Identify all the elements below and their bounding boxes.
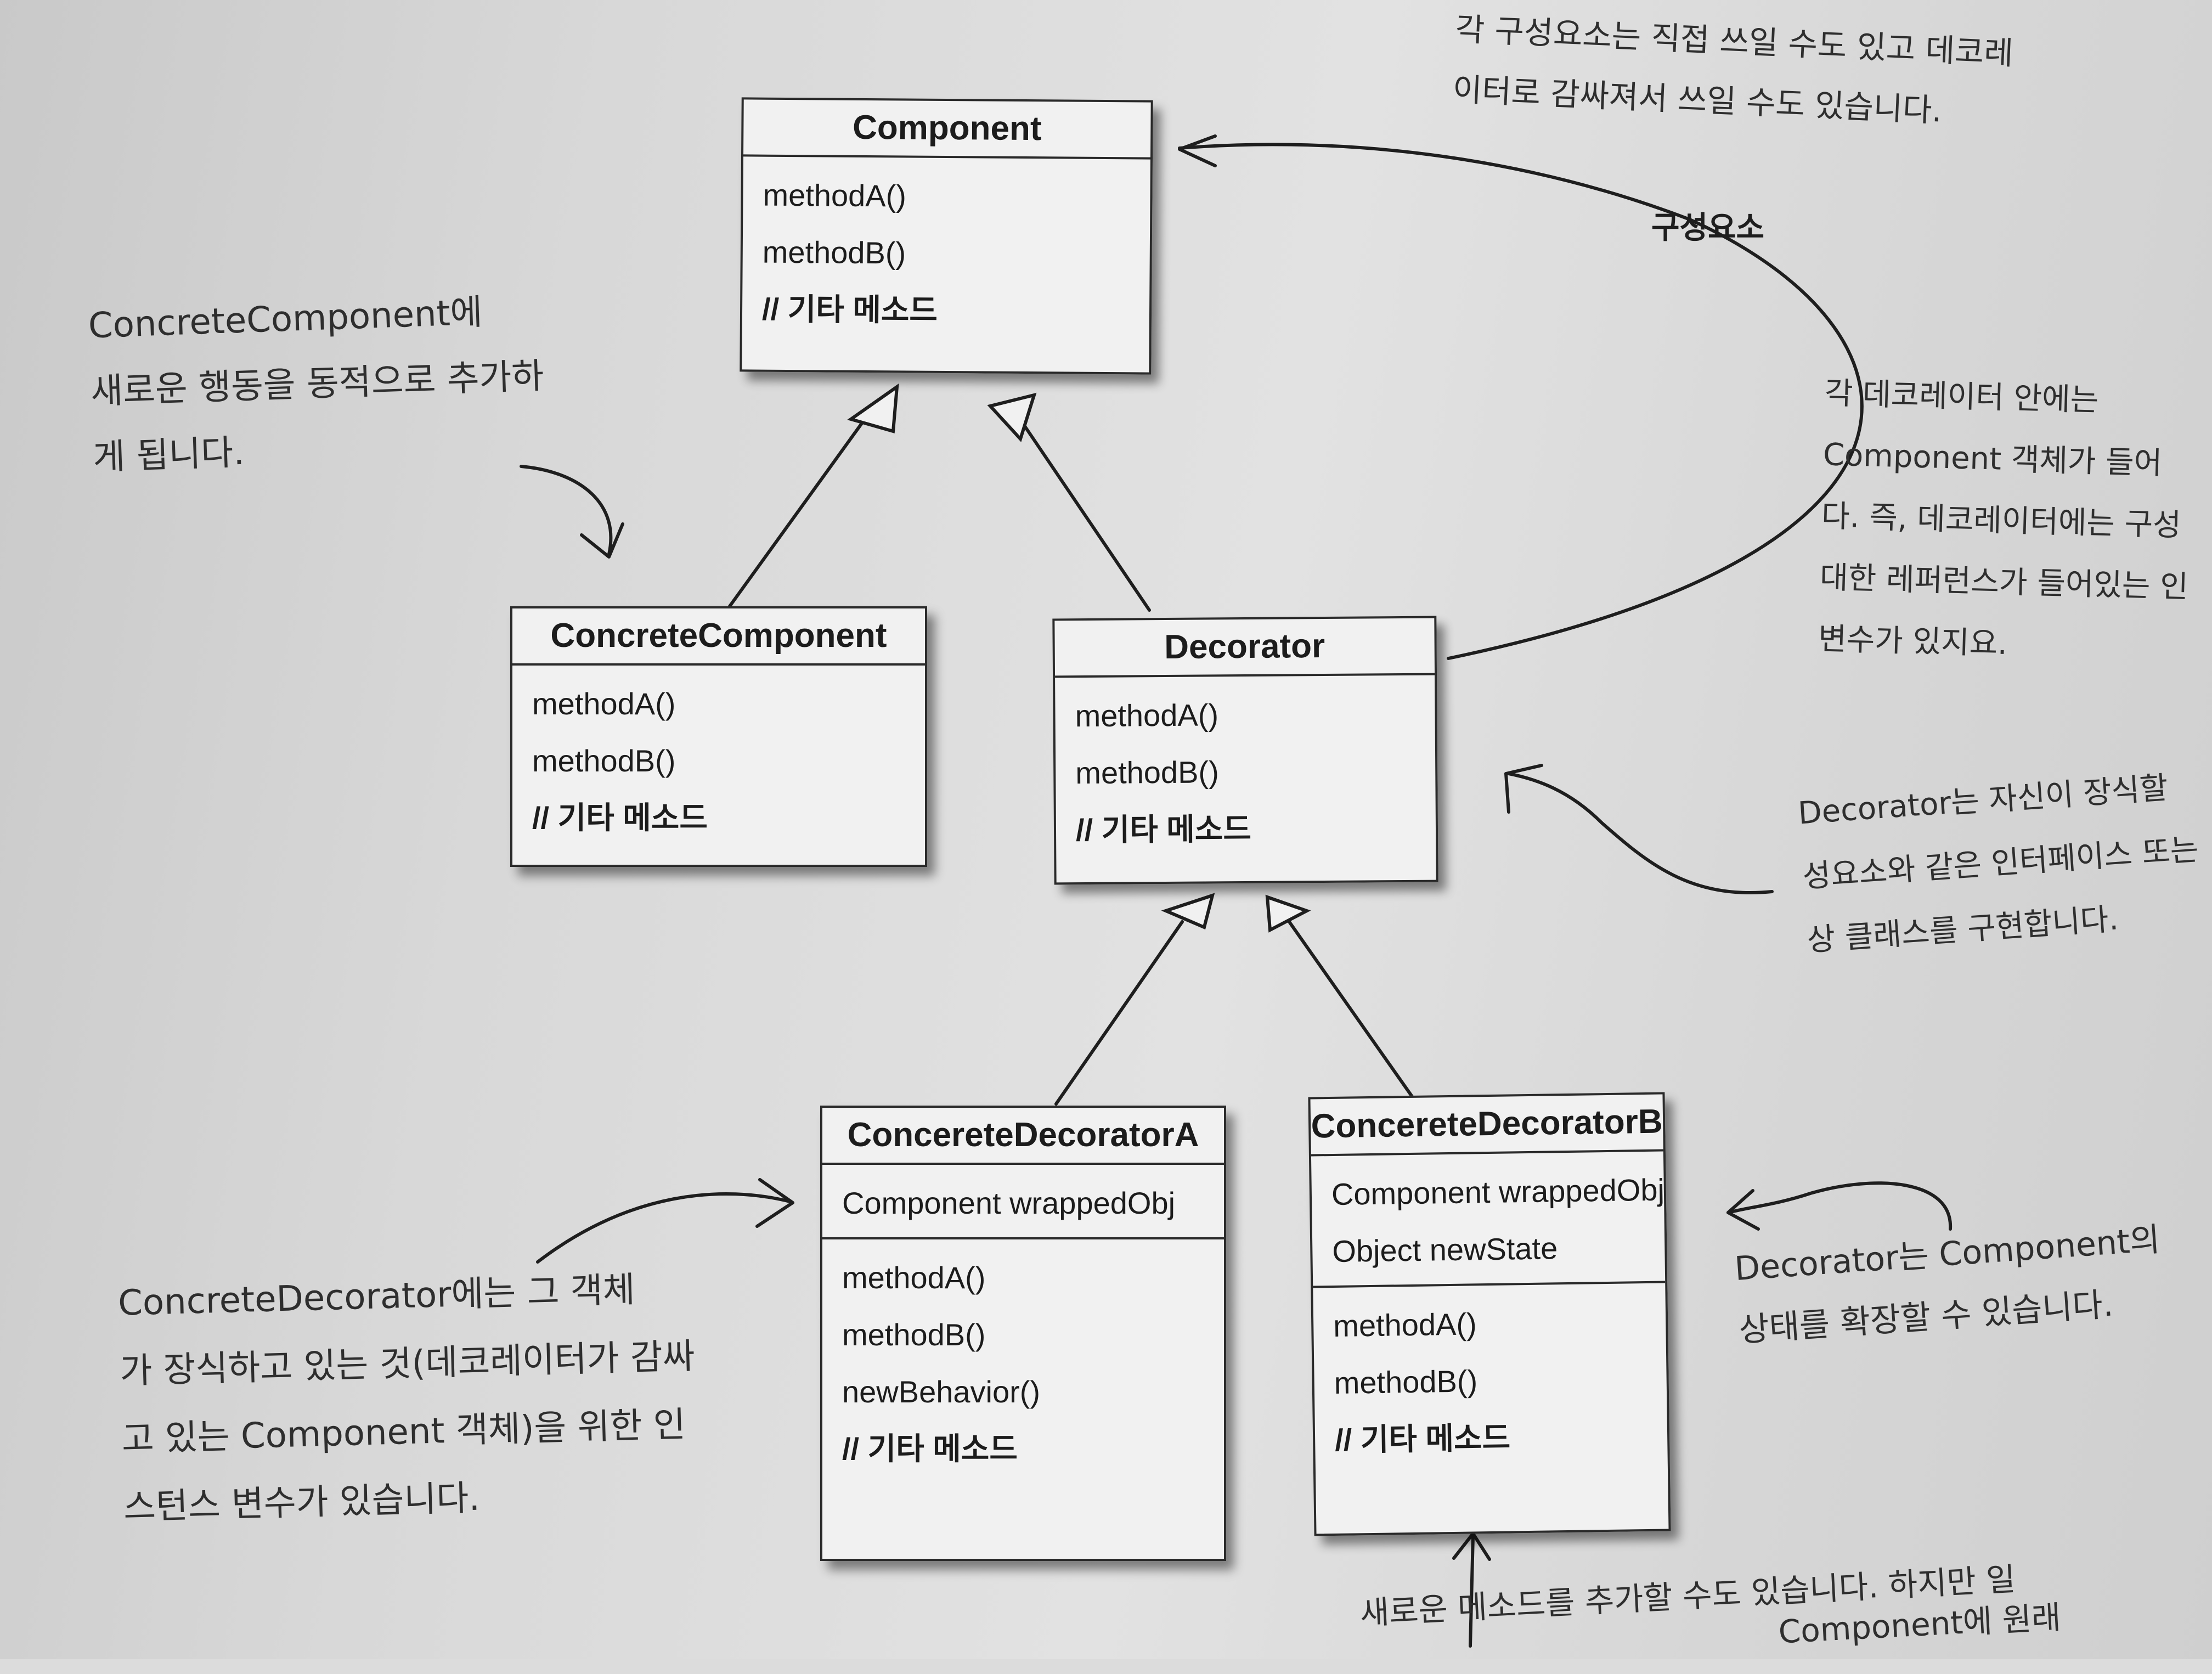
- method-comment: // 기타 메소드: [761, 291, 938, 328]
- class-name: ConcreteComponent: [512, 608, 925, 666]
- class-methods: methodA() methodB() // 기타 메소드: [512, 666, 925, 852]
- class-decorator: Decorator methodA() methodB() // 기타 메소드: [1052, 616, 1438, 885]
- method: methodA(): [1333, 1306, 1477, 1343]
- inheritance-line-concrete-component: [728, 407, 874, 608]
- method-comment: // 기타 메소드: [842, 1431, 1018, 1466]
- annotation-line: 대한 레퍼런스가 들어있는 인: [1819, 560, 2189, 605]
- inheritance-line-decorator: [1019, 418, 1151, 612]
- triangle-decorator-a: [1161, 893, 1215, 930]
- annotation-left-top: ConcreteComponent에 새로운 행동을 동적으로 추가하 게 됩니…: [87, 278, 548, 491]
- field: Object newState: [1331, 1231, 1558, 1269]
- method-comment: // 기타 메소드: [1075, 811, 1252, 848]
- class-fields: Component wrappedObj: [822, 1165, 1224, 1237]
- method-comment: // 기타 메소드: [532, 801, 708, 835]
- arrowhead-decorator-note: [1504, 764, 1543, 814]
- class-methods: methodA() methodB() newBehavior() // 기타 …: [822, 1237, 1224, 1483]
- method-comment: // 기타 메소드: [1334, 1420, 1511, 1457]
- arrow-left-bottom: [536, 1192, 792, 1264]
- method: methodA(): [1075, 697, 1219, 734]
- association-arrowhead: [1178, 134, 1217, 167]
- annotation-line: 변수가 있지요.: [1818, 621, 2008, 662]
- class-component: Component methodA() methodB() // 기타 메소드: [740, 97, 1153, 375]
- class-concrete-component: ConcreteComponent methodA() methodB() //…: [510, 606, 927, 867]
- class-name: Decorator: [1054, 618, 1435, 678]
- method: methodA(): [532, 686, 676, 721]
- annotation-line: 각 데코레이터 안에는: [1824, 375, 2099, 419]
- field: Component wrappedObj: [1331, 1172, 1665, 1211]
- class-name: ConcereteDecoratorB: [1310, 1094, 1663, 1157]
- method: newBehavior(): [842, 1374, 1041, 1409]
- association-label: 구성요소: [1651, 210, 1765, 246]
- annotation-left-bottom: ConcreteDecorator에는 그 객체 가 장식하고 있는 것(데코레…: [117, 1254, 699, 1541]
- annotation-line: 다. 즉, 데코레이터에는 구성: [1821, 498, 2182, 544]
- field: Component wrappedObj: [842, 1186, 1176, 1220]
- method: methodB(): [1075, 754, 1219, 791]
- class-decorator-b: ConcereteDecoratorB Component wrappedObj…: [1308, 1092, 1671, 1536]
- association-curve: [1178, 143, 1864, 660]
- arrowhead-left-top: [580, 522, 624, 559]
- method: methodA(): [842, 1260, 986, 1295]
- class-decorator-a: ConcereteDecoratorA Component wrappedObj…: [820, 1106, 1226, 1561]
- arrow-right-bottom: [1726, 1181, 1953, 1231]
- arrowhead-right-bottom: [1726, 1189, 1760, 1231]
- annotation-top-right: 각 구성요소는 직접 쓰일 수도 있고 데코레 이터로 감싸져서 쓰일 수도 있…: [1452, 0, 2015, 144]
- method: methodA(): [763, 177, 907, 213]
- class-fields: Component wrappedObj Object newState: [1311, 1152, 1665, 1286]
- method: methodB(): [1334, 1363, 1478, 1400]
- inheritance-line-decorator-b: [1288, 920, 1414, 1099]
- method: methodB(): [842, 1317, 986, 1352]
- arrowhead-left-bottom: [755, 1178, 794, 1228]
- class-methods: methodA() methodB() // 기타 메소드: [1313, 1281, 1668, 1475]
- class-methods: methodA() methodB() // 기타 메소드: [742, 156, 1150, 346]
- method: methodB(): [762, 234, 906, 270]
- class-name: Component: [743, 99, 1151, 160]
- class-name: ConcereteDecoratorA: [822, 1108, 1224, 1165]
- triangle-decorator-b: [1265, 894, 1311, 933]
- annotation-right-middle: 각 데코레이터 안에는 Component 객체가 들어 다. 즉, 데코레이터…: [1818, 363, 2194, 679]
- class-methods: methodA() methodB() // 기타 메소드: [1055, 675, 1436, 865]
- arrow-left-top: [520, 465, 613, 556]
- arrow-decorator-note: [1507, 772, 1774, 895]
- triangle-concrete-component: [847, 383, 899, 433]
- annotation-right-lower: Decorator는 자신이 장식할 성요소와 같은 인터페이스 또는 상 클래…: [1796, 754, 2205, 973]
- inheritance-line-decorator-a: [1054, 920, 1184, 1106]
- annotation-line: Component 객체가 들어: [1822, 437, 2163, 482]
- arrow-bottom: [1469, 1535, 1475, 1648]
- method: methodB(): [532, 743, 676, 778]
- triangle-decorator: [987, 392, 1037, 442]
